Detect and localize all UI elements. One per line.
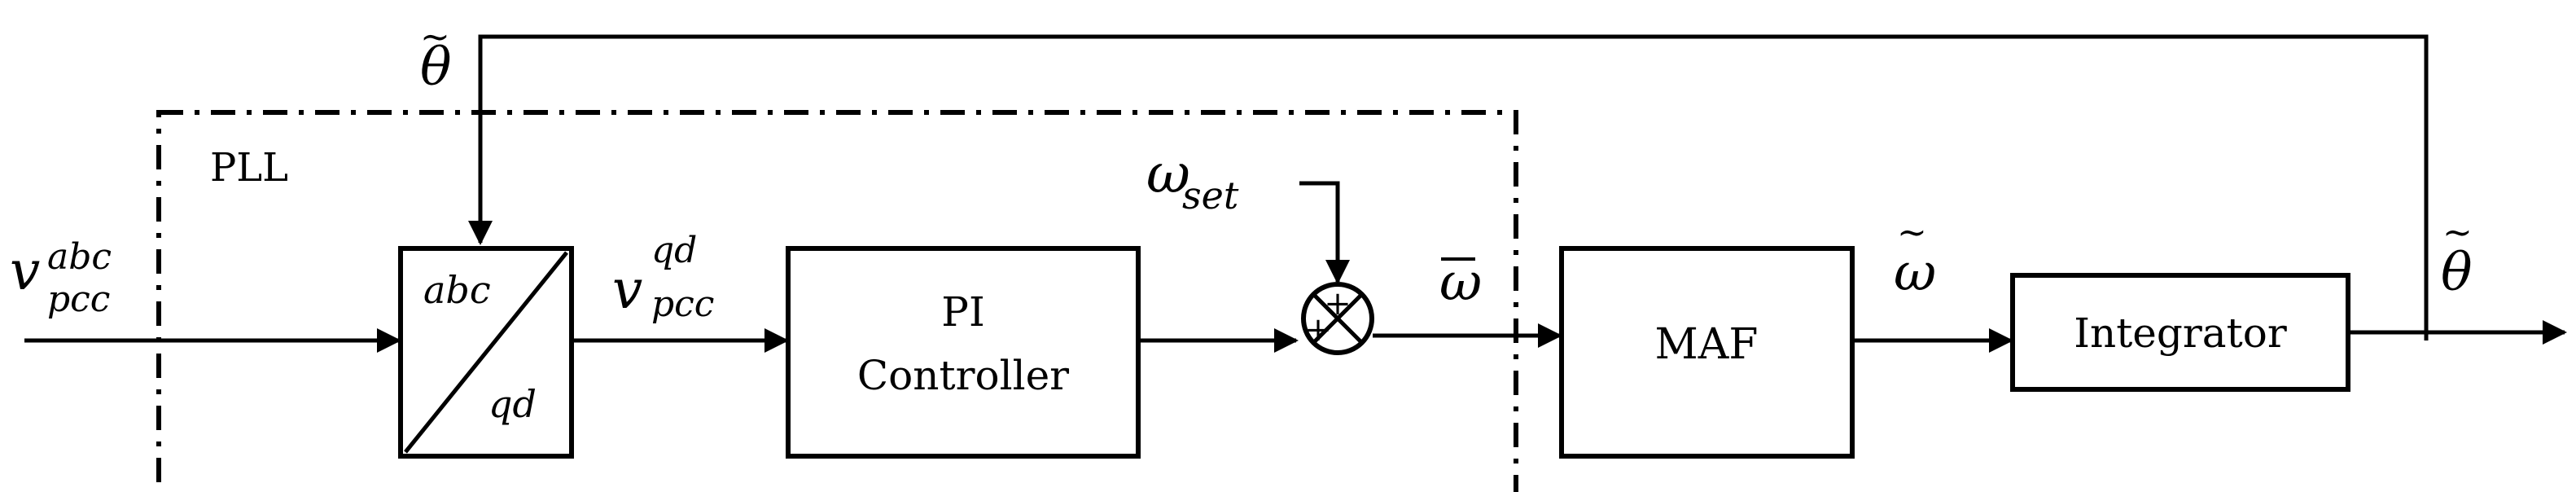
pi-line1: PI: [941, 288, 984, 336]
omega-bar-label: ω: [1439, 253, 1482, 313]
svg-text:set: set: [1182, 174, 1239, 217]
svg-text:v: v: [10, 239, 40, 302]
theta-output-label: ~ θ: [2441, 212, 2473, 303]
pll-boundary: [156, 110, 1518, 492]
svg-text:ω: ω: [1894, 243, 1936, 303]
theta-feedback-label: θ ~: [420, 16, 452, 98]
svg-text:ω: ω: [1439, 253, 1482, 313]
svg-text:v: v: [612, 258, 642, 321]
omega-tilde-label: ~ ω: [1894, 212, 1936, 303]
pll-label: PLL: [210, 145, 288, 191]
v-pcc-qd-label: v qd pcc: [612, 230, 714, 325]
svg-text:abc: abc: [47, 236, 112, 278]
maf-block: [1559, 246, 1855, 459]
svg-text:qd: qd: [651, 230, 697, 271]
transform-qd-label: qd: [488, 382, 537, 426]
svg-text:θ: θ: [2441, 243, 2473, 303]
svg-text:~: ~: [1897, 212, 1927, 253]
integrator-label: Integrator: [2074, 310, 2287, 357]
maf-label: MAF: [1655, 320, 1759, 369]
omega-set-line: [1299, 181, 1350, 284]
input-voltage-label: v abc pcc: [10, 236, 112, 320]
transform-abc-label: abc: [423, 268, 491, 312]
summer-top-sign: +: [1324, 285, 1352, 323]
svg-text:θ: θ: [420, 37, 452, 98]
summing-junction: + +: [1301, 282, 1374, 355]
summer-left-sign: +: [1304, 311, 1332, 349]
pi-controller-block: [786, 246, 1141, 459]
transform-diagonal: [404, 251, 568, 454]
pi-line2: Controller: [857, 352, 1069, 399]
svg-text:pcc: pcc: [47, 279, 110, 320]
omega-set-label: ω set: [1146, 143, 1239, 217]
theta-feedback-line: [468, 34, 2429, 340]
svg-text:pcc: pcc: [651, 283, 714, 325]
svg-text:~: ~: [2442, 212, 2473, 253]
svg-text:ω: ω: [1146, 143, 1190, 205]
svg-text:~: ~: [420, 16, 450, 58]
